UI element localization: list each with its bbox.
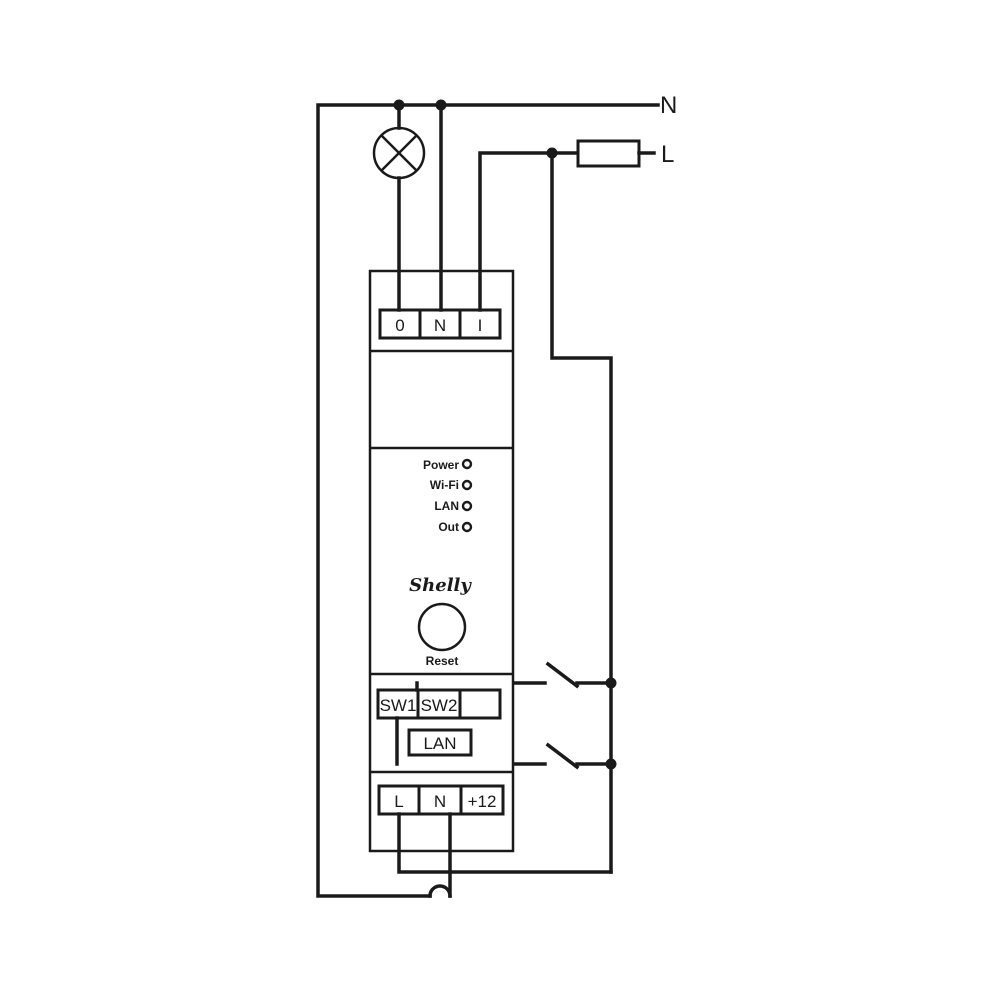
neutral-label: N <box>660 92 677 119</box>
led-wifi-label: Wi-Fi <box>430 478 459 492</box>
reset-button[interactable] <box>417 602 467 652</box>
terminal-blank <box>458 688 502 720</box>
switch-1-junction <box>605 677 617 689</box>
terminal-l-label: L <box>394 792 403 811</box>
reset-label: Reset <box>426 654 459 668</box>
terminal-sw1-label: SW1 <box>380 696 417 715</box>
led-power-icon <box>461 458 473 470</box>
fuse-icon <box>576 139 641 168</box>
neutral-junction-terminal <box>435 99 447 111</box>
led-wifi-icon <box>461 479 473 491</box>
led-lan-label: LAN <box>434 499 459 513</box>
led-out-label: Out <box>438 520 459 534</box>
brand-logo: Shelly <box>409 575 472 596</box>
switch-2-junction <box>605 758 617 770</box>
device-housing <box>368 269 515 853</box>
led-out-icon <box>461 521 473 533</box>
terminal-n-bottom-label: N <box>434 792 446 811</box>
terminal-n-top-label: N <box>434 316 446 335</box>
shelly-device: 0 N I Power Wi-Fi LAN Out Shelly Reset S… <box>368 269 515 853</box>
live-label: L <box>661 141 674 168</box>
lan-port[interactable] <box>407 728 473 757</box>
lan-port-label: LAN <box>423 734 456 753</box>
led-lan-icon <box>461 500 473 512</box>
led-power-label: Power <box>423 458 459 472</box>
terminal-i-label: I <box>478 316 483 335</box>
lamp <box>372 103 426 314</box>
terminal-12v-label: +12 <box>468 792 497 811</box>
live-wiring: L <box>397 139 674 874</box>
terminal-sw2-label: SW2 <box>421 696 458 715</box>
terminal-wire-stubs <box>395 270 482 852</box>
terminal-0-label: 0 <box>395 316 404 335</box>
terminal-12v <box>459 784 505 816</box>
